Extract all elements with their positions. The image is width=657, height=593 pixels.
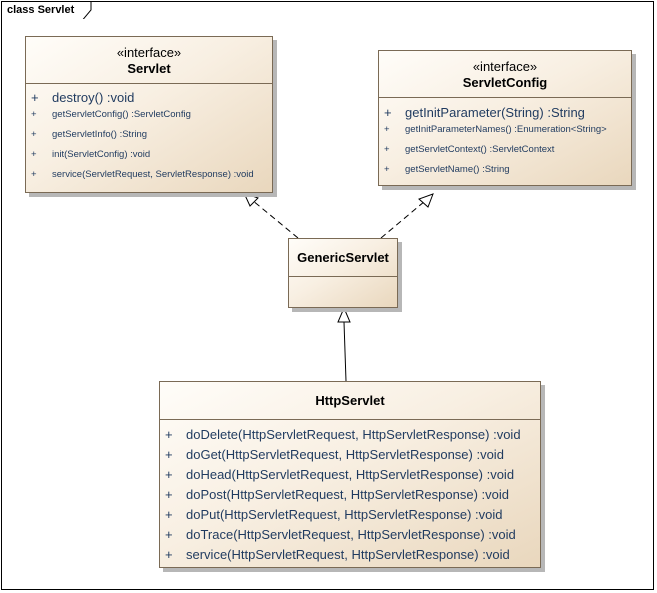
operation-row[interactable]: + getServletConfig() :ServletConfig	[26, 109, 272, 121]
operation-row[interactable]: + doHead(HttpServletRequest, HttpServlet…	[160, 467, 540, 483]
class-genericservlet[interactable]: GenericServlet	[288, 238, 398, 308]
class-genericservlet-header: GenericServlet	[289, 239, 397, 277]
visibility-marker: +	[165, 427, 173, 442]
operation-signature: doTrace(HttpServletRequest, HttpServletR…	[186, 527, 516, 542]
visibility-marker: +	[384, 164, 390, 175]
visibility-marker: +	[31, 149, 37, 160]
visibility-marker: +	[165, 527, 173, 542]
class-name: ServletConfig	[462, 75, 548, 90]
operation-signature: destroy() :void	[52, 90, 135, 105]
operation-signature: service(ServletRequest, ServletResponse)…	[52, 169, 254, 180]
visibility-marker: +	[31, 129, 37, 140]
class-servletconfig-header: «interface» ServletConfig	[379, 51, 631, 98]
class-name: HttpServlet	[315, 393, 385, 408]
visibility-marker: +	[31, 169, 37, 180]
operation-signature: doPost(HttpServletRequest, HttpServletRe…	[186, 487, 509, 502]
visibility-marker: +	[165, 467, 173, 482]
operation-signature: getInitParameterNames() :Enumeration<Str…	[405, 124, 607, 135]
operation-row[interactable]: + getInitParameterNames() :Enumeration<S…	[379, 124, 631, 136]
operation-signature: doDelete(HttpServletRequest, HttpServlet…	[186, 427, 521, 442]
visibility-marker: +	[165, 447, 173, 462]
operation-row[interactable]: + doDelete(HttpServletRequest, HttpServl…	[160, 427, 540, 443]
operation-signature: getInitParameter(String) :String	[405, 105, 585, 120]
realization-arrowhead-servletconfig	[418, 193, 434, 208]
visibility-marker: +	[384, 144, 390, 155]
stereotype-label: «interface»	[116, 45, 182, 60]
visibility-marker: +	[31, 109, 37, 120]
operation-row[interactable]: + service(ServletRequest, ServletRespons…	[26, 169, 272, 181]
operation-signature: doPut(HttpServletRequest, HttpServletRes…	[186, 507, 503, 522]
realization-arrowhead-servlet	[243, 192, 259, 207]
generalization-line	[343, 321, 347, 382]
class-servlet-header: «interface» Servlet	[26, 37, 272, 84]
class-name: GenericServlet	[297, 250, 389, 265]
generalization-arrowhead	[337, 306, 351, 323]
class-httpservlet[interactable]: HttpServlet + doDelete(HttpServletReques…	[159, 381, 541, 568]
operation-signature: service(HttpServletRequest, HttpServletR…	[186, 547, 510, 562]
class-servletconfig[interactable]: «interface» ServletConfig + getInitParam…	[378, 50, 632, 186]
visibility-marker: +	[384, 105, 392, 120]
operation-row[interactable]: + doGet(HttpServletRequest, HttpServletR…	[160, 447, 540, 463]
operation-row[interactable]: + getServletName() :String	[379, 164, 631, 176]
operation-row[interactable]: + init(ServletConfig) :void	[26, 149, 272, 161]
operation-row[interactable]: + service(HttpServletRequest, HttpServle…	[160, 547, 540, 563]
operation-row[interactable]: + getInitParameter(String) :String	[379, 105, 631, 121]
visibility-marker: +	[165, 487, 173, 502]
class-httpservlet-header: HttpServlet	[160, 382, 540, 420]
operation-row[interactable]: + getServletContext() :ServletContext	[379, 144, 631, 156]
frame-label: class Servlet	[7, 4, 75, 16]
visibility-marker: +	[165, 507, 173, 522]
class-servlet[interactable]: «interface» Servlet + destroy() :void + …	[25, 36, 273, 193]
operation-row[interactable]: + doPut(HttpServletRequest, HttpServletR…	[160, 507, 540, 523]
visibility-marker: +	[384, 124, 390, 135]
operation-signature: getServletContext() :ServletContext	[405, 144, 555, 155]
operation-row[interactable]: + getServletInfo() :String	[26, 129, 272, 141]
operation-signature: getServletConfig() :ServletConfig	[52, 109, 191, 120]
visibility-marker: +	[165, 547, 173, 562]
realization-line-servlet	[251, 199, 299, 239]
operation-signature: init(ServletConfig) :void	[52, 149, 151, 160]
operation-signature: doGet(HttpServletRequest, HttpServletRes…	[186, 447, 504, 462]
operation-row[interactable]: + destroy() :void	[26, 90, 272, 106]
operation-row[interactable]: + doTrace(HttpServletRequest, HttpServle…	[160, 527, 540, 543]
stereotype-label: «interface»	[472, 59, 538, 74]
operation-signature: getServletInfo() :String	[52, 129, 148, 140]
frame-label-tab	[1, 1, 92, 19]
operation-row[interactable]: + doPost(HttpServletRequest, HttpServlet…	[160, 487, 540, 503]
operation-signature: getServletName() :String	[405, 164, 510, 175]
realization-line-servletconfig	[380, 200, 426, 239]
operation-signature: doHead(HttpServletRequest, HttpServletRe…	[186, 467, 515, 482]
visibility-marker: +	[31, 90, 39, 105]
class-name: Servlet	[127, 61, 171, 76]
